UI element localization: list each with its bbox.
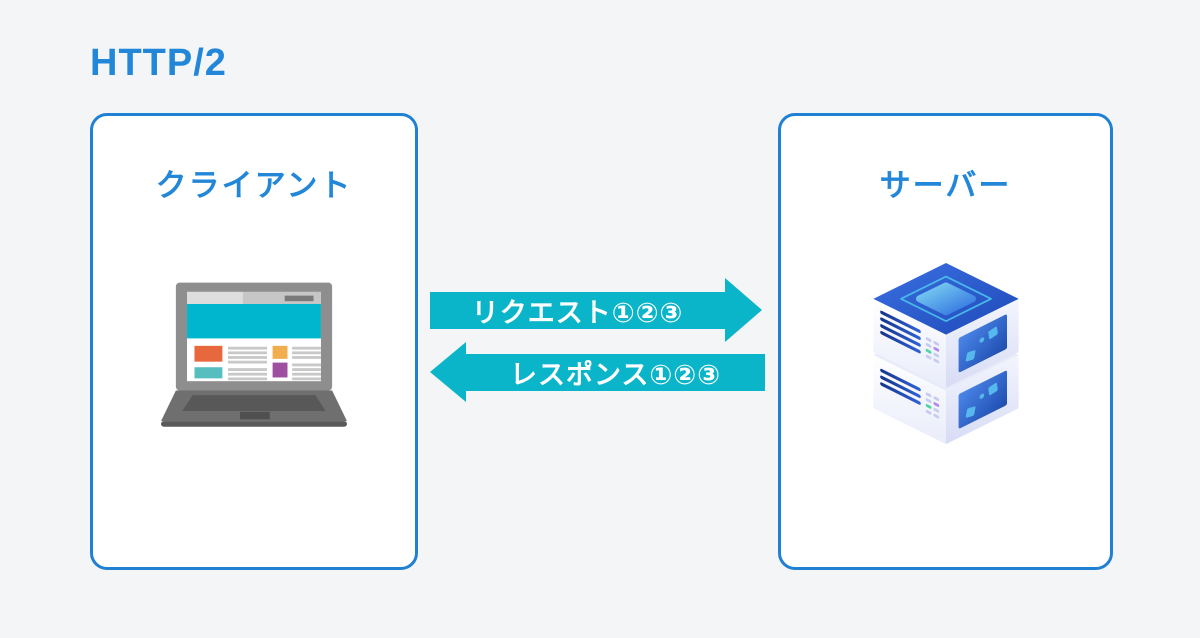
request-arrow-body: リクエスト①②③ [430, 291, 725, 329]
response-arrow-label: レスポンス①②③ [509, 359, 722, 390]
webpage-banner [187, 303, 321, 339]
laptop-icon [161, 282, 347, 427]
client-box: クライアント [90, 113, 418, 570]
server-label: サーバー [879, 168, 1012, 203]
server-icon [872, 263, 1019, 445]
response-arrow: レスポンス①②③ [430, 342, 765, 402]
request-arrowhead-right-icon [725, 278, 762, 342]
request-arrow-label: リクエスト①②③ [471, 297, 684, 328]
client-label: クライアント [155, 168, 353, 203]
request-arrow: リクエスト①②③ [430, 278, 762, 342]
response-arrowhead-left-icon [430, 342, 466, 402]
server-box: サーバー [778, 113, 1113, 570]
server-unit-top [872, 263, 1019, 388]
response-arrow-body: レスポンス①②③ [466, 353, 765, 391]
server-unit-bottom [872, 319, 1019, 445]
page-title: HTTP/2 [90, 42, 227, 84]
